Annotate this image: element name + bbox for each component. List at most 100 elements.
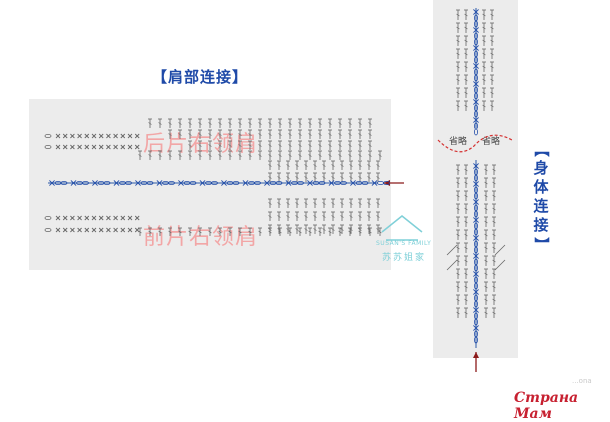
stitch-mark [148, 230, 152, 234]
stitch-mark [482, 65, 486, 69]
stitch-mark [484, 207, 488, 211]
chain-mark [473, 174, 478, 182]
stitch-mark [340, 202, 344, 205]
stitch-mark [492, 194, 496, 198]
chain-mark [377, 180, 384, 185]
chain-mark [340, 180, 347, 185]
stitch-mark [218, 154, 222, 157]
stitch-mark [55, 227, 61, 233]
stitch-mark [456, 78, 460, 82]
stitch-mark [49, 180, 55, 186]
stitch-mark [338, 122, 342, 125]
stitch-mark [70, 215, 75, 221]
stitch-mark [304, 202, 308, 205]
stitch-mark [490, 13, 494, 17]
stitch-mark [376, 176, 380, 179]
stitch-mark [482, 52, 486, 56]
chain-mark [318, 180, 326, 185]
stitch-mark [238, 154, 242, 157]
stitch-mark [464, 91, 468, 95]
stitch-mark [308, 133, 312, 136]
stitch-mark [199, 180, 206, 186]
stitch-mark [456, 104, 460, 108]
stitch-mark [120, 144, 126, 150]
stitch-mark [340, 176, 344, 179]
stitch-mark [490, 78, 494, 82]
stitch-mark [268, 144, 272, 147]
stitch-mark [168, 230, 172, 234]
chain-mark [473, 264, 478, 272]
stitch-mark [358, 144, 362, 147]
stitch-mark [456, 194, 460, 198]
stitch-mark [286, 215, 290, 218]
chain-mark [473, 92, 478, 100]
stitch-mark [338, 154, 342, 157]
stitch-mark [464, 285, 468, 289]
stitch-mark [106, 144, 111, 150]
stitch-mark [348, 133, 352, 136]
stitch-mark [70, 227, 75, 233]
stitch-mark [248, 154, 252, 157]
stitch-mark [492, 246, 496, 250]
stitch-mark [492, 272, 496, 276]
stitch-mark [340, 215, 344, 218]
stitch-mark [331, 215, 335, 218]
stitch-mark [376, 228, 380, 231]
stitch-mark [113, 133, 118, 139]
stitch-mark [328, 122, 332, 125]
stitch-mark [492, 207, 496, 211]
stitch-mark [484, 181, 488, 185]
stitch-mark [473, 199, 479, 205]
stitch-mark [331, 164, 335, 167]
stitch-mark [456, 52, 460, 56]
stitch-mark [348, 154, 352, 157]
stitch-mark [318, 154, 322, 157]
stitch-mark [113, 215, 118, 221]
stitch-mark [473, 325, 479, 331]
stitch-mark [286, 176, 290, 179]
stitch-mark [188, 133, 192, 136]
stitch-mark [268, 202, 272, 205]
stitch-mark [113, 180, 120, 186]
chain-mark [473, 56, 478, 64]
chain-mark [232, 180, 240, 185]
stitch-mark [349, 215, 353, 218]
body-title-char: 身 [533, 159, 549, 177]
stitch-mark [368, 122, 372, 125]
stitch-mark [482, 39, 486, 43]
shoulder-join-row [48, 180, 390, 186]
stitch-mark [456, 26, 460, 30]
stitch-mark [298, 133, 302, 136]
stitch-mark [258, 230, 262, 234]
stitch-mark [446, 259, 458, 271]
stitch-mark [62, 227, 68, 233]
stitch-mark [371, 180, 378, 186]
stitch-mark [208, 230, 212, 234]
stitch-mark [228, 133, 232, 136]
stitch-mark [494, 259, 506, 271]
body-stitch-symbols [446, 9, 506, 318]
stitch-mark [376, 164, 380, 167]
stitch-mark [348, 230, 352, 234]
body-join-column [473, 8, 479, 348]
stitch-mark [120, 215, 126, 221]
stitch-mark [456, 181, 460, 185]
stitch-mark [484, 246, 488, 250]
shoulder-connection-title: 【肩部连接】 [152, 68, 249, 86]
stitch-mark [456, 13, 460, 17]
stitch-mark [188, 122, 192, 125]
stitch-mark [248, 122, 252, 125]
chain-mark [473, 228, 478, 236]
stitch-mark [492, 285, 496, 289]
stitch-mark [127, 227, 133, 233]
stitch-mark [484, 272, 488, 276]
stitch-mark [218, 122, 222, 125]
chain-mark [383, 180, 390, 185]
stitch-mark [473, 307, 479, 313]
stitch-mark [464, 246, 468, 250]
stitch-mark [308, 154, 312, 157]
stitch-mark [178, 154, 182, 157]
stitch-mark [328, 154, 332, 157]
stitch-mark [286, 164, 290, 167]
